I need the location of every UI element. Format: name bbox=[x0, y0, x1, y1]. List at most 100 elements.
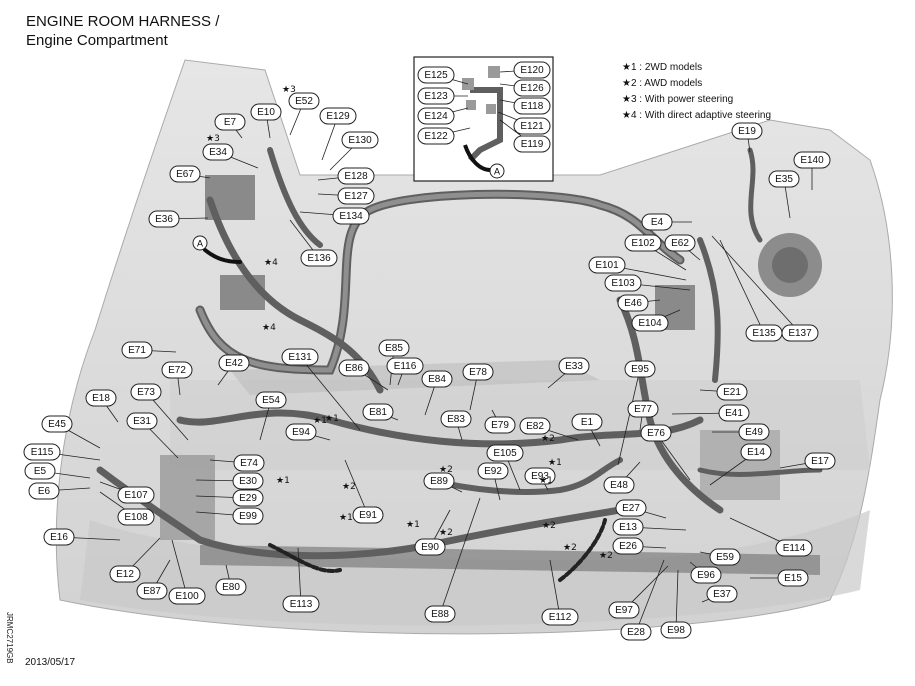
connector-label-box bbox=[706, 585, 738, 603]
connector-label-box bbox=[337, 167, 375, 185]
footnote-star: ★2 bbox=[541, 434, 555, 444]
connector-label-box bbox=[804, 452, 836, 470]
connector-label-e78: E78 bbox=[462, 363, 494, 381]
connector-label-text: E18 bbox=[92, 393, 110, 404]
connector-label-text: E114 bbox=[783, 543, 806, 554]
connector-label-e7: E7 bbox=[214, 113, 246, 131]
connector-label-box bbox=[352, 506, 384, 524]
connector-label-box bbox=[513, 97, 551, 115]
connector-label-box bbox=[768, 170, 800, 188]
connector-label-e48: E48 bbox=[603, 476, 635, 494]
connector-label-e96: E96 bbox=[690, 566, 722, 584]
connector-label-text: E42 bbox=[225, 358, 243, 369]
connector-label-e94: E94 bbox=[285, 423, 317, 441]
connector-label-text: E122 bbox=[424, 131, 448, 142]
connector-label-text: E99 bbox=[239, 511, 257, 522]
connector-label-box bbox=[740, 443, 772, 461]
connector-label-text: E121 bbox=[520, 121, 544, 132]
connector-label-box bbox=[709, 548, 741, 566]
connector-label-text: E93 bbox=[531, 471, 549, 482]
connector-label-e90: E90 bbox=[414, 538, 446, 556]
connector-label-text: E108 bbox=[124, 512, 148, 523]
connector-label-text: E71 bbox=[128, 345, 146, 356]
connector-label-e16: E16 bbox=[43, 528, 75, 546]
connector-label-box bbox=[624, 234, 662, 252]
connector-label-box bbox=[41, 415, 73, 433]
connector-label-e62: E62 bbox=[664, 234, 696, 252]
connector-label-text: E96 bbox=[697, 570, 715, 581]
connector-label-text: E102 bbox=[631, 238, 655, 249]
connector-label-e4: E4 bbox=[641, 213, 673, 231]
connector-label-e41: E41 bbox=[718, 404, 750, 422]
connector-label-e131: E131 bbox=[281, 348, 319, 366]
connector-label-text: E98 bbox=[667, 625, 685, 636]
footnote-star: ★3 bbox=[282, 85, 296, 95]
connector-label-text: E15 bbox=[784, 573, 802, 584]
connector-label-text: E130 bbox=[348, 135, 372, 146]
connector-label-e104: E104 bbox=[631, 314, 669, 332]
connector-label-text: E26 bbox=[619, 541, 637, 552]
connector-label-text: E124 bbox=[424, 111, 448, 122]
connector-label-text: E12 bbox=[116, 569, 134, 580]
connector-label-box bbox=[781, 324, 819, 342]
leader-line bbox=[675, 569, 679, 631]
connector-label-box bbox=[424, 605, 456, 623]
connector-label-text: E92 bbox=[484, 466, 502, 477]
connector-label-e107: E107 bbox=[117, 486, 155, 504]
footnote-star: ★2 bbox=[563, 543, 577, 553]
connector-label-text: E67 bbox=[176, 169, 194, 180]
connector-label-box bbox=[338, 359, 370, 377]
connector-label-text: E10 bbox=[257, 107, 275, 118]
connector-label-text: E140 bbox=[800, 155, 824, 166]
connector-label-e17: E17 bbox=[804, 452, 836, 470]
connector-label-text: E88 bbox=[431, 609, 449, 620]
connector-label-e137: E137 bbox=[781, 324, 819, 342]
connector-label-e42: E42 bbox=[218, 354, 250, 372]
connector-label-box bbox=[627, 400, 659, 418]
leader-line bbox=[344, 459, 369, 516]
connector-label-e125: E125 bbox=[417, 66, 455, 84]
connector-label-box bbox=[660, 621, 692, 639]
connector-label-e35: E35 bbox=[768, 170, 800, 188]
connector-label-e112: E112 bbox=[541, 608, 579, 626]
connector-label-e73: E73 bbox=[130, 383, 162, 401]
connector-label-box bbox=[169, 165, 201, 183]
connector-label-box bbox=[414, 538, 446, 556]
connector-label-e34: E34 bbox=[202, 143, 234, 161]
connector-label-text: E46 bbox=[624, 298, 642, 309]
connector-label-e79: E79 bbox=[484, 416, 516, 434]
connector-label-e74: E74 bbox=[233, 454, 265, 472]
connector-label-e30: E30 bbox=[232, 472, 264, 490]
connector-label-e130: E130 bbox=[341, 131, 379, 149]
connector-label-box bbox=[519, 417, 551, 435]
view-markers: AA bbox=[192, 163, 505, 251]
connector-label-e37: E37 bbox=[706, 585, 738, 603]
legend-item: ★4 : With direct adaptive steering bbox=[622, 110, 772, 121]
connector-label-box bbox=[43, 528, 75, 546]
footnote-star: ★2 bbox=[342, 482, 356, 492]
connector-label-text: E113 bbox=[290, 599, 313, 610]
connector-label-box bbox=[255, 391, 287, 409]
connector-label-e129: E129 bbox=[319, 107, 357, 125]
connector-label-e86: E86 bbox=[338, 359, 370, 377]
title-line-2: Engine Compartment bbox=[26, 32, 168, 49]
connector-label-box bbox=[558, 357, 590, 375]
connector-label-box bbox=[731, 122, 763, 140]
connector-label-e116: E116 bbox=[386, 357, 424, 375]
connector-label-box bbox=[378, 339, 410, 357]
connector-label-box bbox=[477, 462, 509, 480]
connector-label-text: E54 bbox=[262, 395, 280, 406]
connector-label-text: E84 bbox=[428, 374, 446, 385]
footnote-star: ★1 bbox=[313, 416, 327, 426]
connector-label-e120: E120 bbox=[513, 61, 551, 79]
connector-label-text: E48 bbox=[610, 480, 628, 491]
connector-label-box bbox=[588, 256, 626, 274]
connector-label-text: E49 bbox=[745, 427, 763, 438]
connector-label-text: E134 bbox=[339, 211, 363, 222]
connector-label-box bbox=[421, 370, 453, 388]
connector-label-text: E28 bbox=[627, 627, 645, 638]
connector-label-text: E36 bbox=[155, 214, 173, 225]
connector-label-text: E83 bbox=[447, 414, 465, 425]
connector-label-e33: E33 bbox=[558, 357, 590, 375]
